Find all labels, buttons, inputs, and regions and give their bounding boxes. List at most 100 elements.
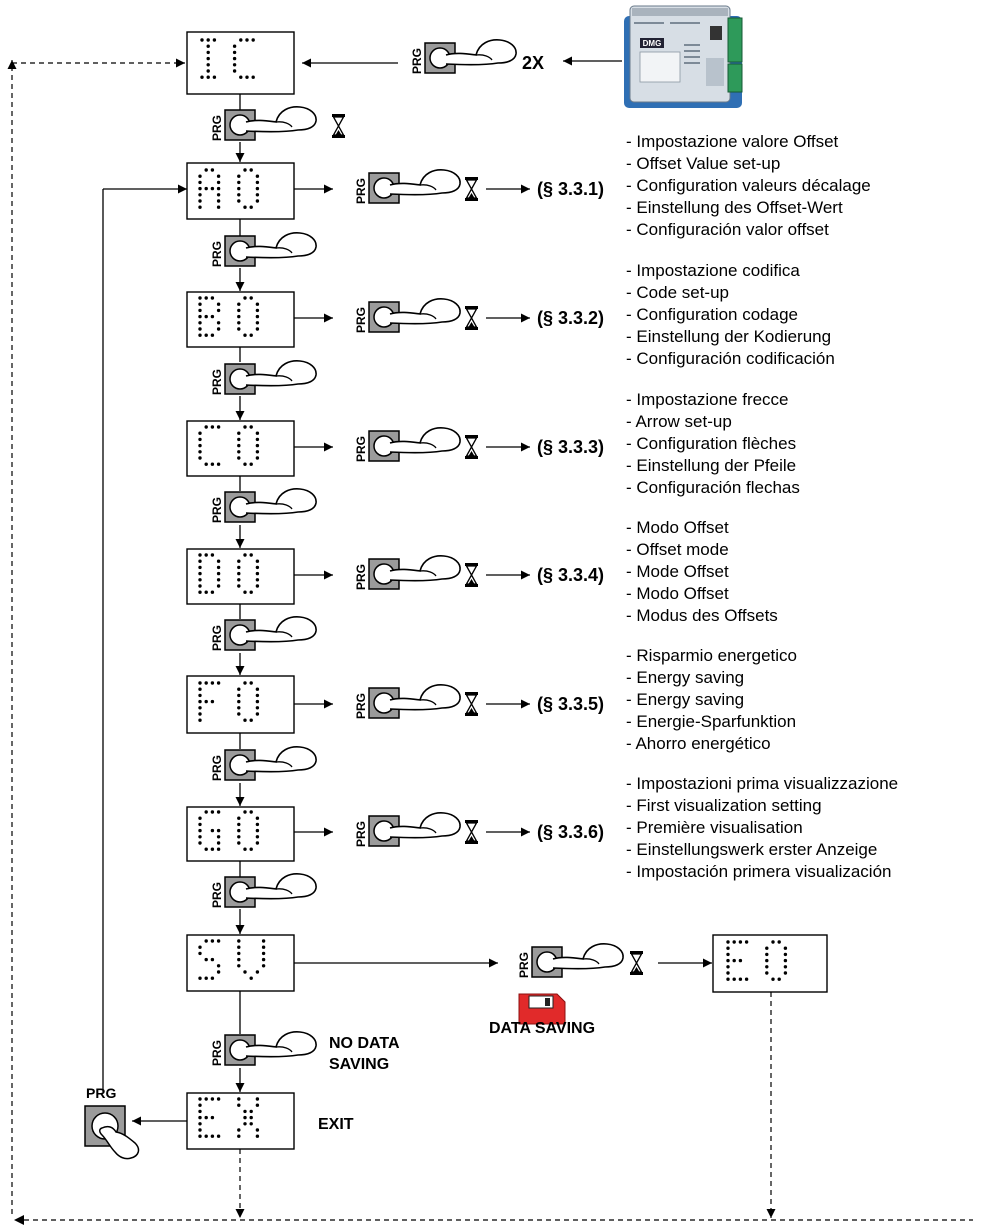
description-line: - Einstellung des Offset-Wert	[626, 198, 843, 217]
prg-button-icon[interactable]	[369, 170, 460, 203]
dashed-arrowhead	[14, 1215, 24, 1225]
matrix-dot	[217, 964, 220, 967]
prg-button-icon[interactable]	[225, 747, 316, 780]
prg-step-b0[interactable]: PRG	[210, 361, 316, 395]
display-f0[interactable]	[187, 676, 294, 733]
prg-button-icon[interactable]	[225, 489, 316, 522]
prg-press[interactable]: PRG	[354, 428, 478, 462]
description-line: - Modus des Offsets	[626, 606, 778, 625]
matrix-dot	[243, 1116, 246, 1119]
matrix-dot	[233, 63, 236, 66]
matrix-dot	[198, 1122, 201, 1125]
prg-button-icon[interactable]	[225, 874, 316, 907]
prg-step-a0[interactable]: PRG	[210, 233, 316, 267]
matrix-dot	[256, 578, 259, 581]
device-brand: DMG	[643, 39, 662, 48]
prg-press[interactable]: PRG	[354, 299, 478, 333]
exit-button[interactable]: PRG	[85, 1085, 138, 1159]
matrix-dot	[198, 327, 201, 330]
matrix-dot	[211, 848, 214, 851]
matrix-dot	[256, 841, 259, 844]
display-c0[interactable]	[187, 421, 294, 476]
prg-button-icon[interactable]	[369, 813, 460, 846]
display-ex[interactable]	[187, 1093, 294, 1149]
prg-button-icon[interactable]	[225, 107, 316, 140]
matrix-dot	[198, 321, 201, 324]
matrix-dot	[198, 334, 201, 337]
display-g0[interactable]	[187, 807, 294, 861]
matrix-dot	[250, 463, 253, 466]
matrix-dot	[198, 1135, 201, 1138]
matrix-dot	[237, 560, 240, 563]
matrix-dot	[217, 1135, 220, 1138]
prg-button-icon[interactable]	[369, 556, 460, 589]
display-sv[interactable]	[187, 935, 294, 991]
prg-press[interactable]: PRG	[354, 813, 478, 847]
matrix-dot	[237, 181, 240, 184]
matrix-dot	[198, 823, 201, 826]
prg-button-icon[interactable]	[369, 299, 460, 332]
matrix-dot	[771, 940, 774, 943]
matrix-dot	[243, 591, 246, 594]
entry-press[interactable]: PRG 2X	[410, 40, 544, 74]
matrix-dot	[217, 175, 220, 178]
prg-label: PRG	[210, 882, 224, 908]
display-a0[interactable]	[187, 163, 294, 219]
matrix-dot	[745, 940, 748, 943]
matrix-dot	[205, 848, 208, 851]
matrix-dot	[237, 823, 240, 826]
matrix-dot	[237, 193, 240, 196]
matrix-dot	[745, 978, 748, 981]
description-line: - Mode Offset	[626, 562, 729, 581]
prg-label: PRG	[210, 497, 224, 523]
prg-press[interactable]: PRG	[354, 556, 478, 590]
prg-press[interactable]: PRG	[354, 170, 478, 204]
matrix-dot	[262, 946, 265, 949]
prg-button-icon[interactable]	[225, 1032, 316, 1065]
matrix-dot	[198, 817, 201, 820]
matrix-dot	[237, 952, 240, 955]
matrix-dot	[237, 315, 240, 318]
prg-step-g0[interactable]: PRG	[210, 874, 316, 908]
display-d0[interactable]	[187, 549, 294, 604]
prg-label: PRG	[210, 369, 224, 395]
matrix-dot	[726, 947, 729, 950]
matrix-dot	[771, 978, 774, 981]
matrix-dot	[198, 315, 201, 318]
display-e0[interactable]	[713, 935, 827, 992]
matrix-dot	[207, 45, 210, 48]
prg-step-f0[interactable]: PRG	[210, 747, 316, 781]
prg-button-icon[interactable]	[532, 944, 623, 977]
prg-step-d0[interactable]: PRG	[210, 617, 316, 651]
matrix-dot	[784, 959, 787, 962]
prg-button-icon[interactable]	[369, 428, 460, 461]
prg-button-icon[interactable]	[225, 617, 316, 650]
prg-step-sv[interactable]: PRG NO DATA SAVING	[210, 1032, 400, 1073]
prg-press[interactable]: PRG	[354, 685, 478, 719]
prg-step-c0[interactable]: PRG	[210, 489, 316, 523]
matrix-dot	[198, 303, 201, 306]
save-press[interactable]: PRG	[517, 944, 643, 978]
matrix-dot	[243, 425, 246, 428]
matrix-dot	[211, 810, 214, 813]
matrix-dot	[243, 848, 246, 851]
matrix-dot	[198, 706, 201, 709]
matrix-dot	[233, 51, 236, 54]
prg-button-icon[interactable]	[425, 40, 516, 73]
prg-button-icon[interactable]	[369, 685, 460, 718]
prg-button-icon[interactable]	[225, 361, 316, 394]
prg-step-ic[interactable]: PRG	[210, 107, 345, 141]
matrix-dot	[243, 719, 246, 722]
menu-row-b0: PRG(§ 3.3.2)- Impostazione codifica- Cod…	[294, 261, 835, 368]
matrix-dot	[256, 193, 259, 196]
matrix-dot	[237, 712, 240, 715]
section-ref: (§ 3.3.6)	[537, 822, 604, 842]
matrix-dot	[250, 1110, 253, 1113]
matrix-dot	[256, 829, 259, 832]
display-ic[interactable]: IC	[187, 32, 294, 94]
display-b0[interactable]	[187, 292, 294, 347]
matrix-dot	[211, 425, 214, 428]
matrix-dot	[256, 560, 259, 563]
prg-button-icon[interactable]	[225, 233, 316, 266]
description-line: - Code set-up	[626, 283, 729, 302]
